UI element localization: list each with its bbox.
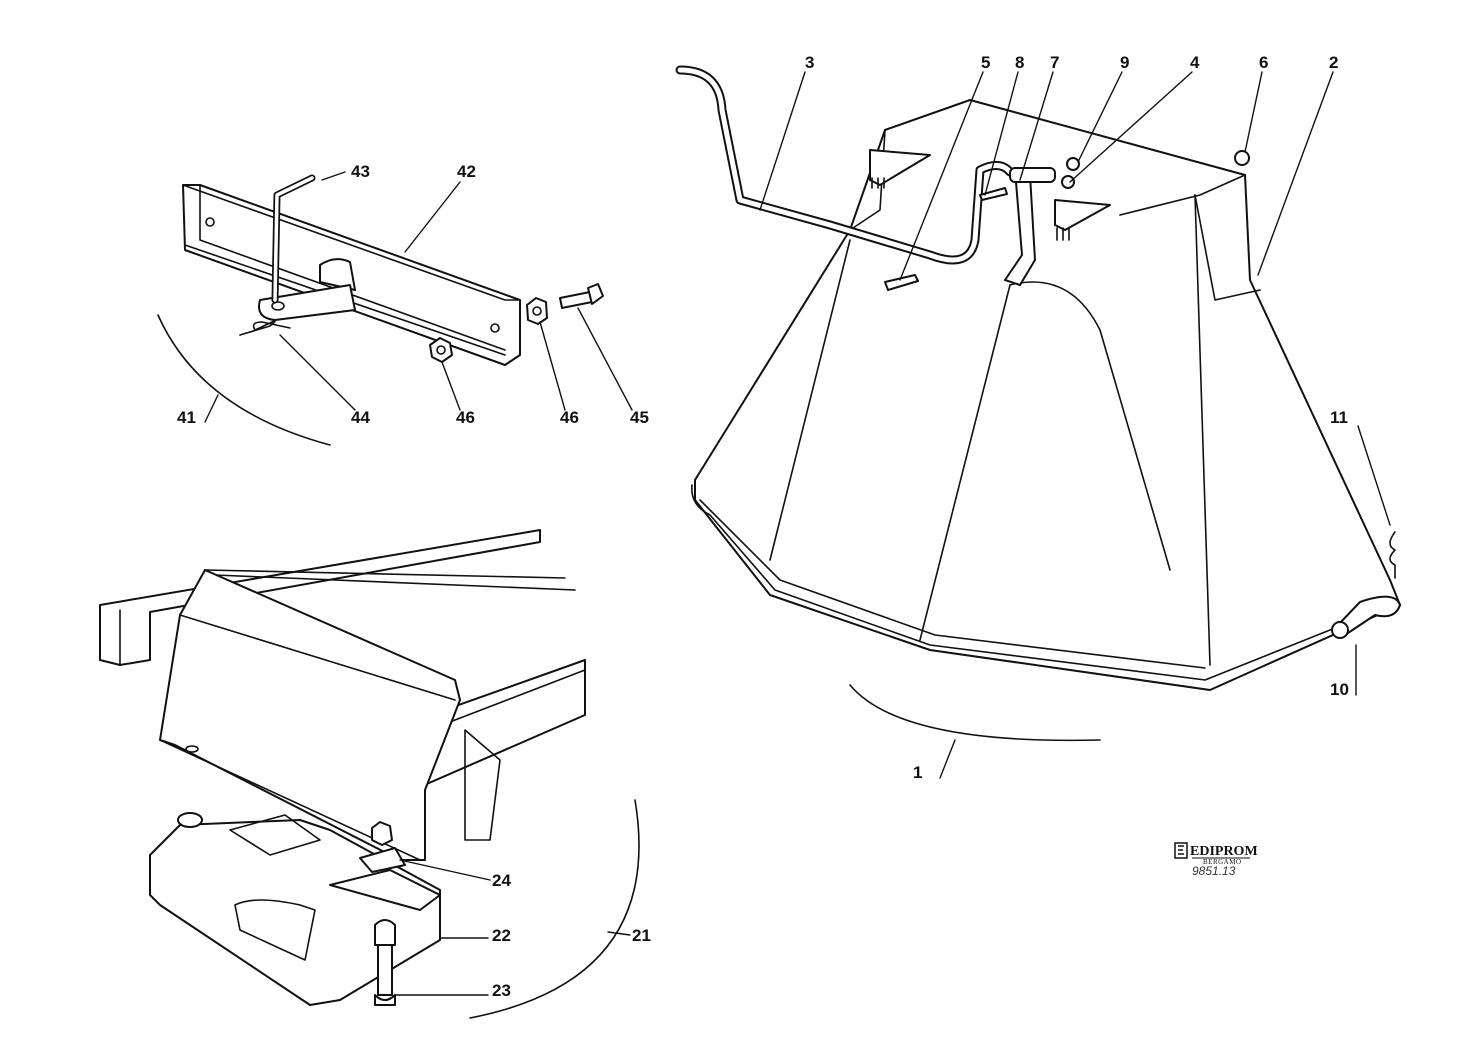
leader-lines [204, 71, 1391, 996]
ediprom-logo: EDIPROM BERGAMO 9851.13 [1174, 842, 1258, 878]
callout-44: 44 [351, 408, 370, 427]
group-arc-21 [469, 799, 640, 1019]
callout-labels: 3 5 8 7 9 4 6 2 11 10 1 43 42 41 44 46 4… [177, 53, 1349, 1000]
callout-22: 22 [492, 926, 511, 945]
callout-10: 10 [1330, 680, 1349, 699]
callout-46-left: 46 [456, 408, 475, 427]
callout-2: 2 [1329, 53, 1338, 72]
logo-brand: EDIPROM [1190, 844, 1258, 859]
weight-assembly [99, 529, 586, 1006]
callout-5: 5 [981, 53, 990, 72]
callout-23: 23 [492, 981, 511, 1000]
logo-city: BERGAMO [1203, 858, 1242, 866]
callout-3: 3 [805, 53, 814, 72]
callout-43: 43 [351, 162, 370, 181]
callout-6: 6 [1259, 53, 1268, 72]
drawing-number: 9851.13 [1192, 864, 1236, 878]
hitch-assembly [182, 174, 604, 366]
group-arc-41 [157, 314, 331, 446]
callout-4: 4 [1190, 53, 1200, 72]
callout-42: 42 [457, 162, 476, 181]
callout-21: 21 [632, 926, 651, 945]
callout-8: 8 [1015, 53, 1024, 72]
callout-24: 24 [492, 871, 511, 890]
callout-1: 1 [913, 763, 922, 782]
callout-11: 11 [1330, 408, 1348, 427]
callout-41: 41 [177, 408, 196, 427]
pin-and-clip [1331, 531, 1401, 639]
callout-9: 9 [1120, 53, 1129, 72]
callout-45: 45 [630, 408, 649, 427]
group-arc-1 [849, 684, 1101, 742]
grass-bag-body [694, 99, 1401, 691]
grass-catcher-assembly [691, 99, 1401, 691]
hinge-parts [884, 150, 1250, 291]
callout-46-right: 46 [560, 408, 579, 427]
callout-7: 7 [1050, 53, 1059, 72]
